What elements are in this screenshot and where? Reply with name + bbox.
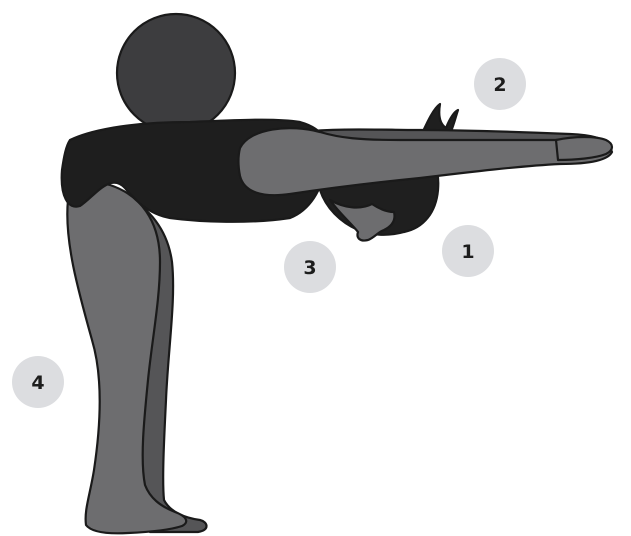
callout-3-label: 3 [303,257,316,279]
callout-1-label: 1 [461,241,474,263]
callout-2-label: 2 [493,74,506,96]
ball [117,14,235,132]
callout-1: 1 [442,225,494,277]
callout-2: 2 [474,58,526,110]
callout-4-label: 4 [31,372,44,394]
callout-4: 4 [12,356,64,408]
callout-3: 3 [284,241,336,293]
